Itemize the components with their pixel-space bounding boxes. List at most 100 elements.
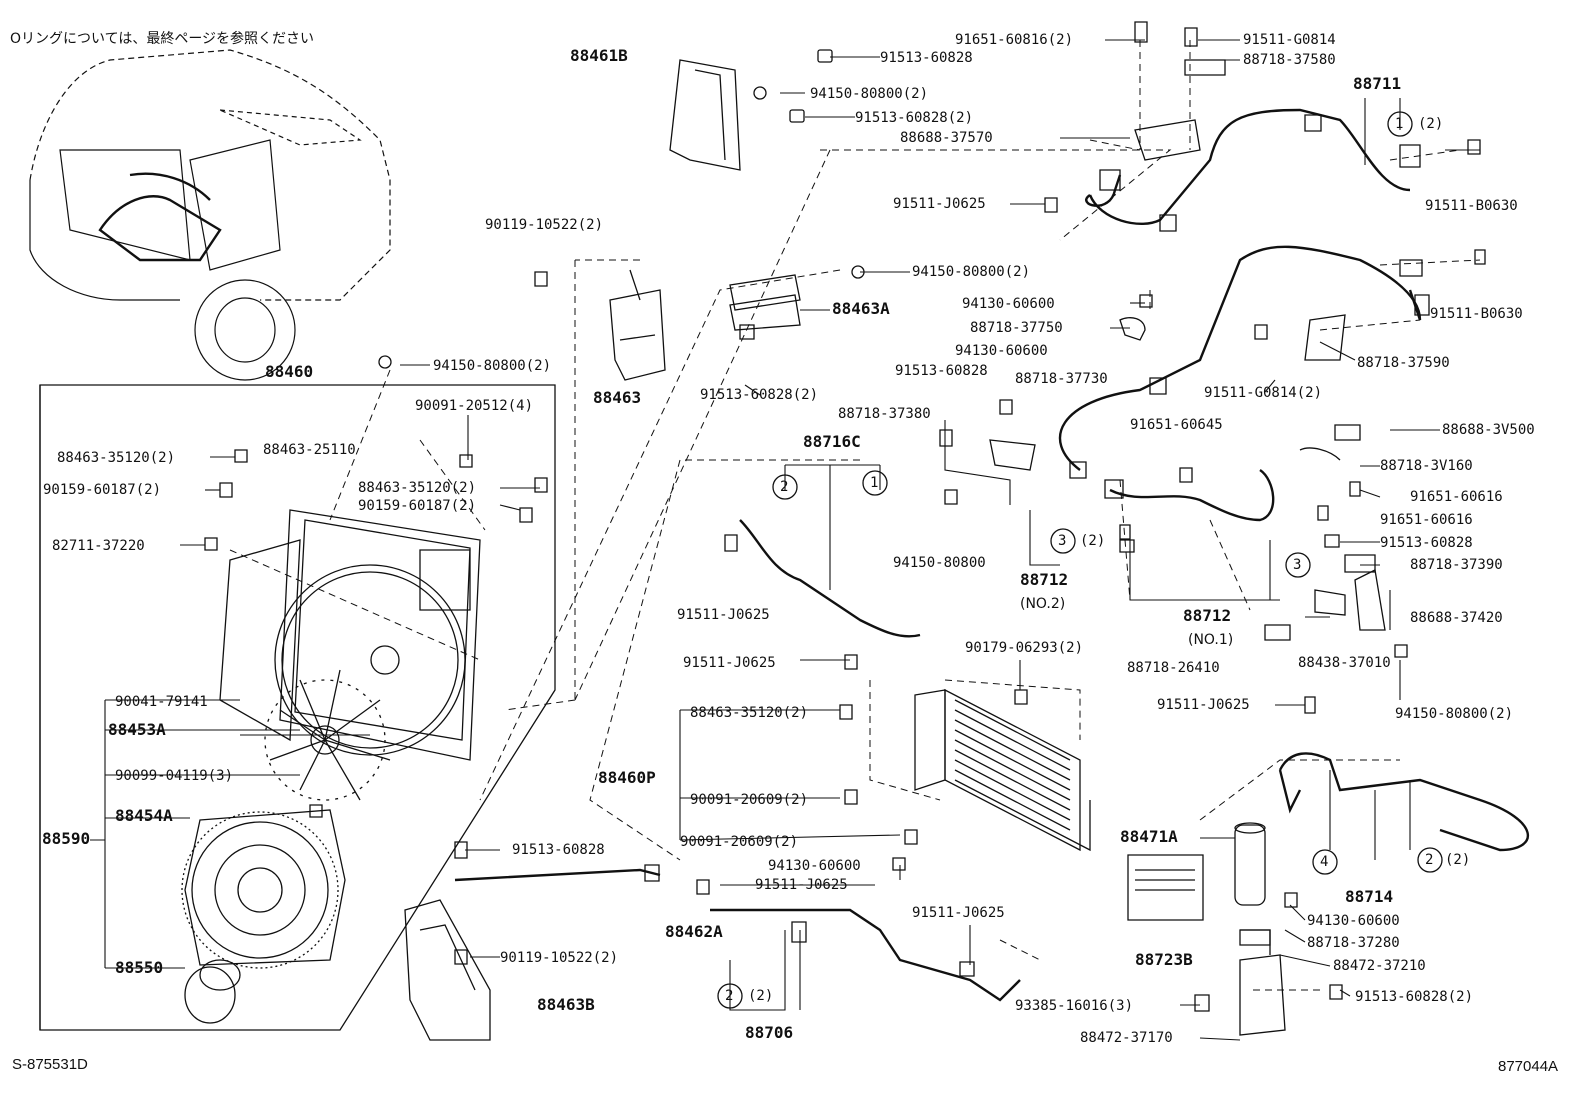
part-label: 88463-35120(2)	[358, 480, 477, 496]
part-label: 88718-37580	[1243, 52, 1336, 68]
part-label: 90091-20609(2)	[690, 792, 809, 808]
part-label: 88688-37570	[900, 130, 993, 146]
diagram-code-right: 877044A	[1498, 1058, 1559, 1075]
part-label-88714: 88714	[1345, 887, 1394, 906]
part-label: 88688-3V500	[1442, 422, 1535, 438]
part-label: 91511-J0625	[912, 905, 1005, 921]
part-label: 91513-60828(2)	[700, 387, 819, 403]
callout-1: 1	[1395, 116, 1404, 132]
part-label: 90119-10522(2)	[485, 217, 604, 233]
callout-3: 3	[1058, 533, 1067, 549]
part-label: 91651-60616	[1380, 512, 1473, 528]
part-label: 88688-37420	[1410, 610, 1503, 626]
part-label: 91511-J0625	[683, 655, 776, 671]
part-label: 88718-37590	[1357, 355, 1450, 371]
part-label: 94150-80800(2)	[912, 264, 1031, 280]
part-label: 94150-80800	[893, 555, 986, 571]
receiver-88471A	[1235, 823, 1265, 905]
callout-2: 2	[725, 988, 734, 1004]
part-label-88463: 88463	[593, 388, 642, 407]
bracket-88463B	[405, 900, 490, 1040]
part-label: 91513-60828(2)	[855, 110, 974, 126]
dashed-guides	[230, 40, 1480, 990]
part-label: 88718-37730	[1015, 371, 1108, 387]
fasteners	[205, 22, 1485, 1011]
callout-4: 4	[1320, 854, 1329, 870]
bracket-88472	[1240, 930, 1285, 1035]
part-label-88723B: 88723B	[1135, 950, 1193, 969]
condenser	[915, 690, 1090, 850]
part-label: 82711-37220	[52, 538, 145, 554]
part-label: 91511-J0625	[1157, 697, 1250, 713]
part-label: 91651-60816(2)	[955, 32, 1074, 48]
part-label: 91513-60828	[880, 50, 973, 66]
assembly-frame-88460	[40, 385, 555, 1030]
part-label: 91513-60828(2)	[1355, 989, 1474, 1005]
part-label-sub: (NO.2)	[1020, 596, 1066, 612]
part-label-88461B: 88461B	[570, 46, 628, 65]
part-label: 94150-80800(2)	[1395, 706, 1514, 722]
callout-qty: (2)	[1418, 116, 1444, 132]
part-label-88550: 88550	[115, 958, 164, 977]
part-label: 91651-60616	[1410, 489, 1503, 505]
part-label: 90179-06293(2)	[965, 640, 1084, 656]
part-label: 91513-60828	[1380, 535, 1473, 551]
part-label-88712-no2: 88712	[1020, 570, 1069, 589]
part-label: 88438-37010	[1298, 655, 1391, 671]
fan-shroud	[220, 510, 480, 760]
part-label-88716C: 88716C	[803, 432, 861, 451]
part-label: 88718-37280	[1307, 935, 1400, 951]
pipes	[455, 110, 1528, 1000]
part-label: 88718-3V160	[1380, 458, 1473, 474]
part-label: 88718-37380	[838, 406, 931, 422]
part-label: 90159-60187(2)	[43, 482, 162, 498]
part-label: 91511-J0625	[893, 196, 986, 212]
part-label-88460: 88460	[265, 362, 314, 381]
bracket-88461B	[670, 60, 740, 170]
part-label: 90159-60187(2)	[358, 498, 477, 514]
bracket-88463	[610, 270, 665, 380]
label-plate-88723B	[1128, 855, 1203, 920]
part-label: 90099-04119(3)	[115, 768, 234, 784]
part-label: 94150-80800(2)	[810, 86, 929, 102]
part-label: 94130-60600	[1307, 913, 1400, 929]
o-ring-note: Oリングについては、最終ページを参照ください	[10, 31, 315, 47]
fan-blade	[265, 670, 390, 800]
part-label: 88718-37390	[1410, 557, 1503, 573]
part-label: 91651-60645	[1130, 417, 1223, 433]
callout-1: 1	[870, 475, 879, 491]
part-label: 88718-37750	[970, 320, 1063, 336]
part-label-88711: 88711	[1353, 74, 1402, 93]
part-label: 91511-G0814(2)	[1204, 385, 1323, 401]
callout-3: 3	[1293, 557, 1302, 573]
part-label-88463B: 88463B	[537, 995, 595, 1014]
part-label: 90041-79141	[115, 694, 208, 710]
part-label: 88718-26410	[1127, 660, 1220, 676]
part-label: 88472-37170	[1080, 1030, 1173, 1046]
part-label: 91511-J0625	[677, 607, 770, 623]
part-label: 91511-J0625	[755, 877, 848, 893]
part-label: 94130-60600	[955, 343, 1048, 359]
part-label: 94130-60600	[962, 296, 1055, 312]
part-label: 91511-B0630	[1425, 198, 1518, 214]
leader-lines	[90, 40, 1480, 1040]
part-label-88471A: 88471A	[1120, 827, 1178, 846]
diagram-code-left: S-875531D	[12, 1056, 88, 1073]
part-label-88454A: 88454A	[115, 806, 173, 825]
part-label: 94130-60600	[768, 858, 861, 874]
part-label-88462A: 88462A	[665, 922, 723, 941]
callout-circles	[718, 112, 1442, 1008]
part-label: 88463-35120(2)	[690, 705, 809, 721]
vehicle-sketch	[30, 50, 390, 380]
part-label: 88463-25110	[263, 442, 356, 458]
part-label-88706: 88706	[745, 1023, 794, 1042]
callout-qty: (2)	[748, 988, 774, 1004]
callout-2: 2	[1425, 852, 1434, 868]
part-label: 88472-37210	[1333, 958, 1426, 974]
callout-qty: (2)	[1080, 533, 1106, 549]
part-label-88712-no1: 88712	[1183, 606, 1232, 625]
part-label: 93385-16016(3)	[1015, 998, 1134, 1014]
part-label-88453A: 88453A	[108, 720, 166, 739]
part-label: 90091-20512(4)	[415, 398, 534, 414]
part-label: 88463-35120(2)	[57, 450, 176, 466]
